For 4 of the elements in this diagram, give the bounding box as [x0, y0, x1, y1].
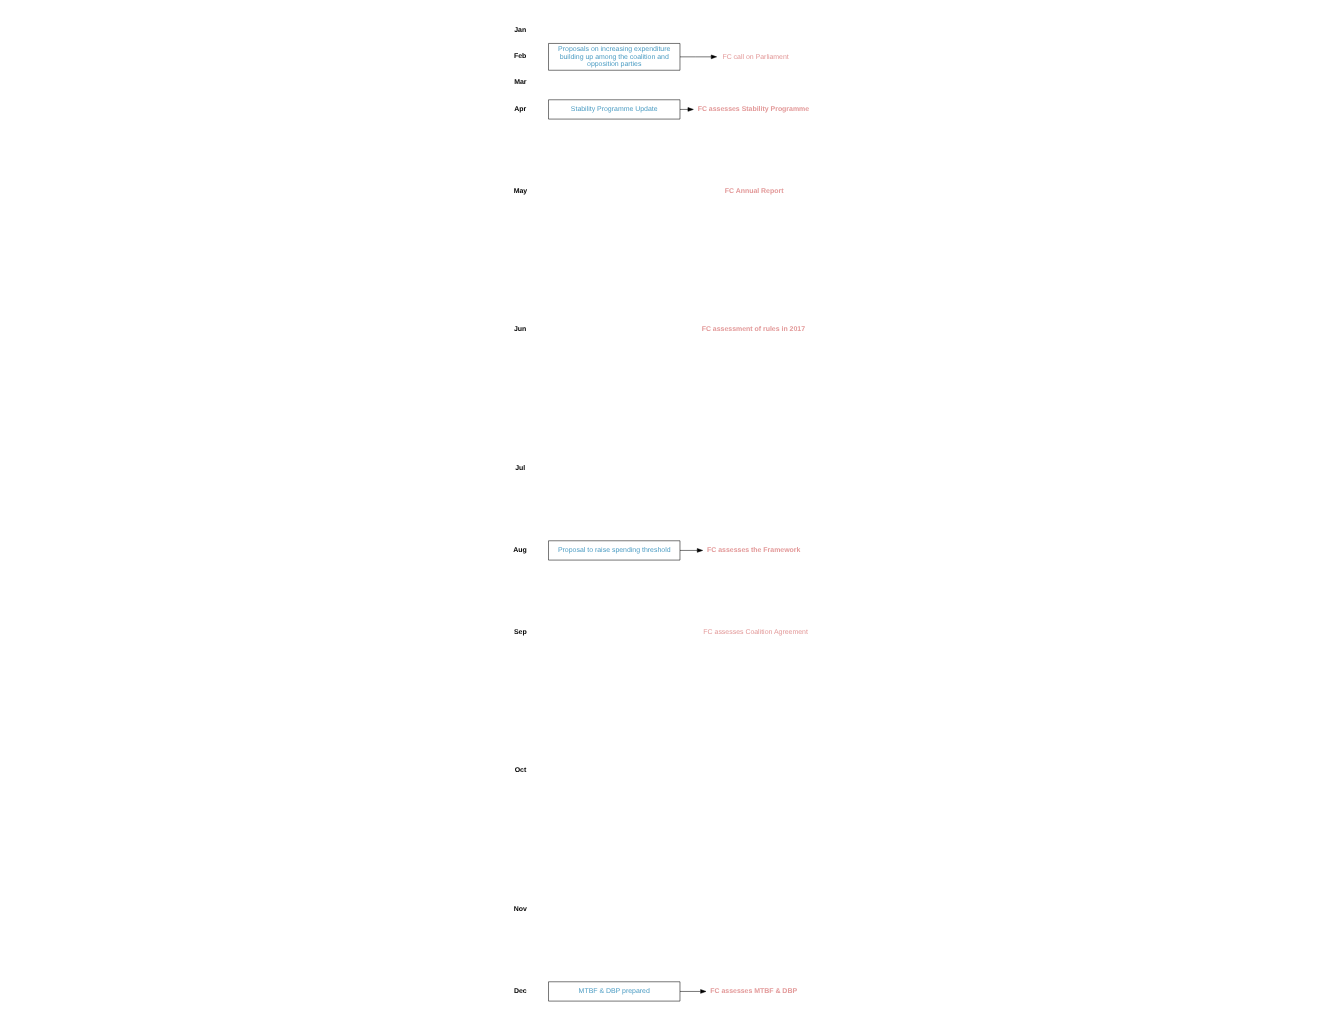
- arrow: [679, 988, 707, 993]
- arrow: [679, 106, 694, 111]
- arrow: [679, 53, 717, 58]
- arrow: [679, 547, 703, 552]
